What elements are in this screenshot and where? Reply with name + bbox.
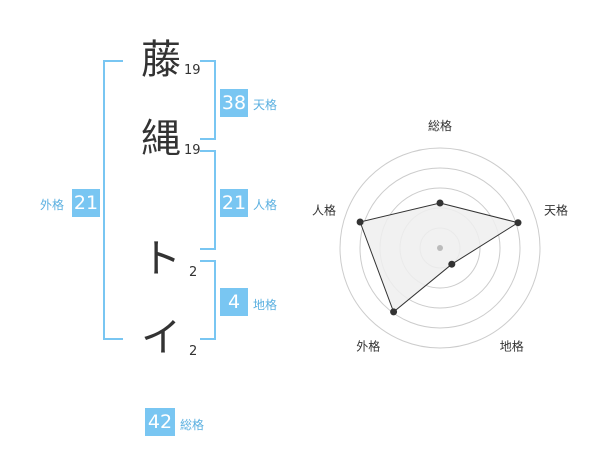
tenkaku-value: 38: [220, 89, 248, 117]
chikaku-value: 4: [220, 288, 248, 316]
gaikaku-bracket: [103, 60, 123, 340]
gaikaku-value: 21: [72, 189, 100, 217]
radar-polygon: [359, 202, 520, 313]
radar-point-2: [514, 219, 522, 227]
radar-axis-label-5: 人格: [312, 202, 336, 217]
stroke-count-2: 19: [184, 143, 201, 158]
tenkaku-bracket: [200, 60, 216, 140]
name-char-2: 縄: [141, 116, 181, 162]
name-char-1: 藤: [141, 37, 181, 83]
soukaku-value: 42: [145, 408, 175, 436]
radar-center: [437, 245, 443, 251]
chikaku-label: 地格: [253, 298, 278, 312]
tenkaku-label: 天格: [253, 98, 278, 112]
jinkaku-value: 21: [220, 189, 248, 217]
radar-ring-4: [359, 167, 521, 329]
name-char-3: ト: [141, 236, 181, 282]
stroke-count-3: 2: [189, 265, 198, 280]
radar-axis-label-1: 総格: [428, 118, 452, 133]
radar-point-3: [448, 260, 456, 268]
stroke-count-1: 19: [184, 63, 201, 78]
radar-axis-label-4: 外格: [356, 339, 380, 354]
name-char-4: イ: [141, 315, 181, 361]
jinkaku-bracket: [200, 150, 216, 250]
chikaku-bracket: [200, 260, 216, 340]
radar-point-5: [356, 218, 364, 226]
gaikaku-label: 外格: [40, 198, 65, 212]
radar-axis-label-3: 地格: [500, 339, 524, 354]
stroke-count-4: 2: [189, 344, 198, 359]
jinkaku-label: 人格: [253, 198, 278, 212]
radar-point-4: [390, 308, 398, 316]
radar-point-1: [436, 199, 444, 207]
radar-axis-label-2: 天格: [544, 202, 568, 217]
soukaku-label: 総格: [180, 418, 205, 432]
radar-ring-5: [339, 147, 541, 349]
